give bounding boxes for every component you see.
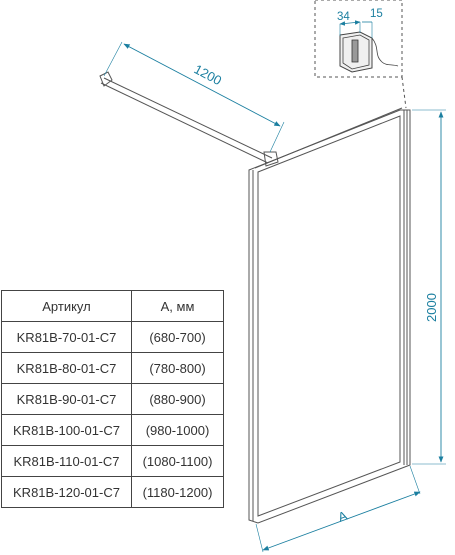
table-row: KR81B-110-01-C7 (1080-1100) [1, 445, 224, 477]
glass-panel [248, 107, 411, 524]
header-article: Артикул [1, 290, 132, 322]
cell-article: KR81B-100-01-C7 [1, 414, 132, 446]
table-row: KR81B-80-01-C7 (780-800) [1, 352, 224, 384]
cell-article: KR81B-110-01-C7 [1, 445, 132, 477]
table-row: KR81B-70-01-C7 (680-700) [1, 321, 224, 353]
dim-height: 2000 [412, 109, 446, 465]
header-size: A, мм [131, 290, 224, 322]
height-label: 2000 [424, 293, 439, 322]
cell-article: KR81B-80-01-C7 [1, 352, 132, 384]
cell-size: (780-800) [131, 352, 224, 384]
cell-size: (980-1000) [131, 414, 224, 446]
stabilizer-bar [99, 71, 279, 167]
table-row: KR81B-120-01-C7 (1180-1200) [1, 476, 224, 508]
cell-article: KR81B-90-01-C7 [1, 383, 132, 415]
cell-article: KR81B-70-01-C7 [1, 321, 132, 353]
brace-length-label: 1200 [192, 61, 225, 88]
profile-width-label: 34 [337, 11, 350, 23]
cell-article: KR81B-120-01-C7 [1, 476, 132, 508]
cell-size: (880-900) [131, 383, 224, 415]
cell-size: (1080-1100) [131, 445, 224, 477]
cell-size: (680-700) [131, 321, 224, 353]
profile-depth-label: 15 [370, 8, 383, 20]
table-header-row: Артикул A, мм [1, 290, 224, 322]
table-row: KR81B-100-01-C7 (980-1000) [1, 414, 224, 446]
spec-table: Артикул A, мм KR81B-70-01-C7 (680-700) K… [1, 290, 224, 508]
cell-size: (1180-1200) [131, 476, 224, 508]
profile-detail: 34 15 [314, 0, 407, 109]
table-row: KR81B-90-01-C7 (880-900) [1, 383, 224, 415]
dim-width: A [255, 465, 421, 553]
